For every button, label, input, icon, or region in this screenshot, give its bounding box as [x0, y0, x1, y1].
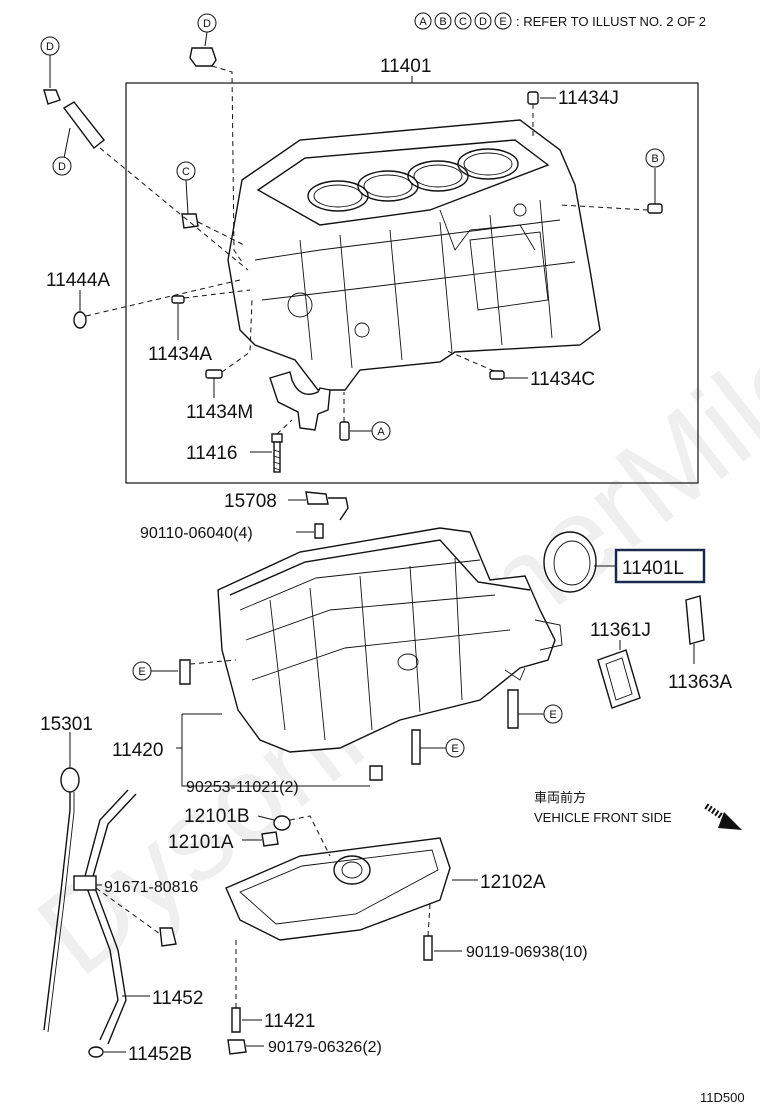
part-11416-bolt — [271, 433, 283, 473]
label-11434j[interactable]: 11434J — [558, 88, 619, 109]
label-11452[interactable]: 11452 — [152, 988, 203, 1009]
part-12101a-plug — [261, 831, 279, 847]
refer-circle-e — [494, 12, 512, 30]
part-90110-bolt — [314, 523, 324, 539]
label-11434m[interactable]: 11434M — [186, 402, 253, 423]
ref-letter-a: A — [377, 426, 385, 438]
part-11421-stud — [231, 1007, 241, 1033]
refer-letter-d: D — [479, 16, 487, 28]
part-e-bolt-mid — [411, 729, 421, 765]
refer-letter-c: C — [459, 16, 467, 28]
part-91671-bolt — [159, 927, 177, 947]
ref-letter-d-left: D — [46, 41, 54, 53]
highlight-box-11401l — [614, 548, 706, 584]
refer-circle-d — [474, 12, 492, 30]
ref-letter-d-bottom: D — [58, 161, 66, 173]
refer-letter-a: A — [419, 16, 427, 28]
refer-letter-e: E — [499, 16, 506, 28]
part-11434c-pin — [489, 370, 505, 380]
label-90253[interactable]: 90253-11021(2) — [186, 779, 299, 796]
part-15301-dipstick — [43, 767, 80, 1033]
part-11361j-gasket — [597, 649, 641, 709]
label-11452b[interactable]: 11452B — [128, 1044, 192, 1065]
ref-letter-c: C — [182, 166, 190, 178]
label-12101a[interactable]: 12101A — [168, 832, 234, 853]
label-90110[interactable]: 90110-06040(4) — [140, 525, 253, 542]
part-11434a-pin — [171, 295, 185, 304]
part-c-plug — [181, 213, 199, 229]
ref-letter-d-top: D — [203, 18, 211, 30]
label-90179[interactable]: 90179-06326(2) — [268, 1039, 382, 1056]
label-11434c[interactable]: 11434C — [530, 369, 595, 390]
ref-letter-b: B — [651, 153, 658, 165]
label-15301[interactable]: 15301 — [40, 714, 93, 735]
part-15708-oil-jet — [305, 491, 349, 521]
part-b-pin — [647, 203, 663, 214]
ref-letter-e-mid: E — [451, 743, 458, 755]
ref-circle-a — [371, 421, 391, 441]
label-11361j[interactable]: 11361J — [590, 620, 651, 641]
part-d-sensor-left — [62, 101, 105, 149]
refer-circle-a — [414, 12, 432, 30]
part-e-bolt-right — [507, 689, 519, 729]
part-a-pin — [339, 421, 350, 441]
ref-letter-e-right: E — [549, 709, 556, 721]
label-12102a[interactable]: 12102A — [480, 872, 546, 893]
label-11401l[interactable]: 11401L — [622, 558, 684, 579]
part-11444a-oring — [73, 311, 87, 329]
refer-legend: A B C D E : REFER TO ILLUST NO. 2 OF 2 — [414, 12, 706, 30]
label-91671[interactable]: 91671-80816 — [104, 879, 198, 896]
part-11452-guide — [73, 789, 137, 1045]
part-d-sensor-top — [189, 47, 217, 67]
refer-text: : REFER TO ILLUST NO. 2 OF 2 — [516, 14, 706, 29]
cylinder-block — [227, 119, 601, 391]
part-11401l-seal — [543, 531, 597, 593]
ref-letter-e-left: E — [138, 666, 145, 678]
label-11363a[interactable]: 11363A — [668, 672, 732, 693]
refer-circle-c — [454, 12, 472, 30]
label-12101b[interactable]: 12101B — [184, 806, 250, 827]
ref-circle-e-mid — [445, 738, 465, 758]
label-11421[interactable]: 11421 — [264, 1011, 315, 1032]
label-11416[interactable]: 11416 — [186, 443, 237, 464]
part-90119-bolt — [423, 935, 433, 961]
part-11434j-pin — [527, 91, 539, 105]
ref-circle-e-right — [543, 704, 563, 724]
ref-circle-b — [645, 148, 665, 168]
label-90119[interactable]: 90119-06938(10) — [466, 944, 588, 961]
label-11434a[interactable]: 11434A — [148, 344, 212, 365]
part-90179-nut — [227, 1039, 247, 1055]
part-12102a-oil-pan — [225, 837, 451, 941]
label-11444a[interactable]: 11444A — [46, 270, 110, 291]
label-11420[interactable]: 11420 — [112, 740, 163, 761]
diagram-code: 11D500 — [700, 1090, 745, 1105]
part-11452b-oring — [88, 1046, 104, 1058]
part-e-bolt-left — [179, 659, 191, 685]
bearing-cap — [269, 371, 331, 431]
lower-crankcase — [217, 527, 563, 753]
part-11434m-pin — [205, 369, 223, 379]
front-direction-arrow — [704, 803, 742, 830]
label-11401[interactable]: 11401 — [380, 56, 431, 77]
front-side-en: VEHICLE FRONT SIDE — [534, 810, 672, 825]
label-15708[interactable]: 15708 — [224, 491, 277, 512]
part-90253-bolt — [369, 765, 383, 781]
front-side-jp: 車両前方 — [534, 790, 586, 805]
part-12101b-washer — [273, 815, 291, 831]
refer-letter-b: B — [439, 16, 446, 28]
refer-circle-b — [434, 12, 452, 30]
ref-circle-d-bottom — [52, 156, 72, 176]
part-11363a — [685, 595, 705, 645]
